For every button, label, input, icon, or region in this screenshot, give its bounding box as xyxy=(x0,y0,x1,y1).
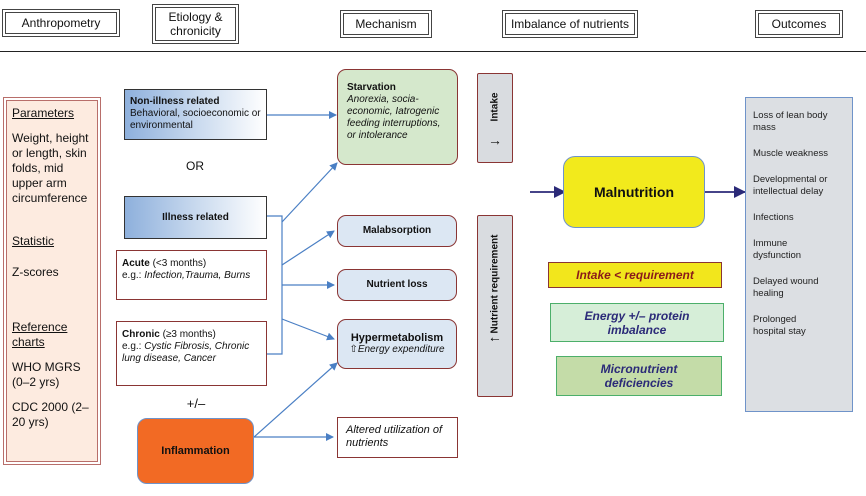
intake-arrow-icon: → xyxy=(488,132,502,148)
chronic-eg: e.g.: xyxy=(122,341,142,352)
outcome-item: Loss of lean body mass xyxy=(753,110,828,133)
outcome-item: Delayed wound healing xyxy=(753,276,819,299)
nutrient-requirement-label: Nutrient requirement xyxy=(489,234,501,334)
hypermetabolism-text: Energy expenditure xyxy=(357,344,445,355)
energy-protein-text: Energy +/– protein imbalance xyxy=(584,308,690,337)
connector-bracket-hypermetabolism xyxy=(281,318,335,341)
intake-sidebar: Intake → xyxy=(477,73,513,163)
non-illness-text: Behavioral, socioeconomic or environment… xyxy=(130,108,261,131)
connector-bracket-malabsorption xyxy=(281,230,335,266)
intake-label: Intake xyxy=(489,92,501,122)
chronic-range: (≥3 months) xyxy=(162,329,216,340)
altered-utilization-text: Altered utilization of nutrients xyxy=(346,424,442,449)
altered-utilization-box: Altered utilization of nutrients xyxy=(337,417,458,458)
starvation-text: Anorexia, socia-economic, Iatrogenic fee… xyxy=(347,94,441,141)
connector-illness-bracket xyxy=(267,215,283,355)
nutrient-loss-title: Nutrient loss xyxy=(366,279,428,290)
header-etiology: Etiology & chronicity xyxy=(152,4,239,44)
parameters-text: Weight, height or length, skin folds, mi… xyxy=(12,131,89,205)
illness-box: Illness related xyxy=(124,196,267,239)
outcome-item: Infections xyxy=(753,212,794,223)
header-divider xyxy=(0,51,866,52)
chronic-title: Chronic xyxy=(122,329,160,340)
header-label: Anthropometry xyxy=(5,12,117,34)
inflammation-box: Inflammation xyxy=(137,418,254,484)
acute-title: Acute xyxy=(122,258,150,269)
intake-lt-requirement-box: Intake < requirement xyxy=(548,262,722,288)
statistic-text: Z-scores xyxy=(12,265,59,279)
nutrient-requirement-sidebar: Nutrient requirement → xyxy=(477,215,513,397)
micronutrient-text: Micronutrient deficiencies xyxy=(600,362,678,390)
inflammation-title: Inflammation xyxy=(161,445,230,457)
header-anthropometry: Anthropometry xyxy=(2,9,120,37)
chronic-examples: Cystic Fibrosis, Chronic lung disease, C… xyxy=(122,341,250,364)
header-outcomes: Outcomes xyxy=(755,10,843,38)
connector-inflammation-hypermetabolism xyxy=(253,362,338,438)
malabsorption-title: Malabsorption xyxy=(362,225,432,236)
reference-item: CDC 2000 (2–20 yrs) xyxy=(12,400,89,429)
header-label: Outcomes xyxy=(758,13,840,35)
non-illness-title: Non-illness related xyxy=(130,96,220,107)
acute-box: Acute (<3 months) e.g.: Infection,Trauma… xyxy=(116,250,267,300)
starvation-title: Starvation xyxy=(347,82,396,93)
starvation-box: Starvation Anorexia, socia-economic, Iat… xyxy=(337,69,458,165)
statistic-heading: Statistic xyxy=(12,234,55,248)
anthropometry-panel: Parameters Weight, height or length, ski… xyxy=(3,97,101,465)
reference-heading: Reference charts xyxy=(12,320,68,349)
nutrient-loss-box: Nutrient loss xyxy=(337,269,457,301)
outcome-item: Developmental or intellectual delay xyxy=(753,174,828,197)
outcome-item: Immune dysfunction xyxy=(753,238,802,261)
hypermetabolism-box: Hypermetabolism ⇧Energy expenditure xyxy=(337,319,457,369)
micronutrient-box: Micronutrient deficiencies xyxy=(556,356,722,396)
connector-bracket-starvation xyxy=(281,162,338,223)
acute-examples: Infection,Trauma, Burns xyxy=(144,270,251,281)
or-label: OR xyxy=(186,159,204,173)
outcome-item: Prolonged hospital stay xyxy=(753,314,806,337)
malnutrition-box: Malnutrition xyxy=(563,156,705,228)
outcomes-panel: Loss of lean body mass Muscle weakness D… xyxy=(745,97,853,412)
header-imbalance: Imbalance of nutrients xyxy=(502,10,638,38)
chronic-box: Chronic (≥3 months) e.g.: Cystic Fibrosi… xyxy=(116,321,267,386)
reference-item: WHO MGRS (0–2 yrs) xyxy=(12,360,81,389)
acute-range: (<3 months) xyxy=(152,258,207,269)
energy-protein-box: Energy +/– protein imbalance xyxy=(550,303,724,342)
non-illness-box: Non-illness related Behavioral, socioeco… xyxy=(124,89,267,140)
malabsorption-box: Malabsorption xyxy=(337,215,457,247)
header-label: Etiology & chronicity xyxy=(155,7,236,41)
illness-title: Illness related xyxy=(162,211,229,223)
intake-lt-requirement-text: Intake < requirement xyxy=(576,268,694,282)
header-mechanism: Mechanism xyxy=(340,10,432,38)
parameters-heading: Parameters xyxy=(12,106,75,120)
acute-eg: e.g.: xyxy=(122,270,142,281)
nutrient-requirement-arrow-icon: → xyxy=(488,334,502,350)
hypermetabolism-title: Hypermetabolism xyxy=(350,332,444,344)
header-label: Imbalance of nutrients xyxy=(505,13,635,35)
header-label: Mechanism xyxy=(343,13,429,35)
malnutrition-title: Malnutrition xyxy=(593,184,675,200)
up-arrow-icon: ⇧ xyxy=(349,344,358,355)
outcome-item: Muscle weakness xyxy=(753,148,828,159)
plus-minus-label: +/– xyxy=(186,396,206,411)
